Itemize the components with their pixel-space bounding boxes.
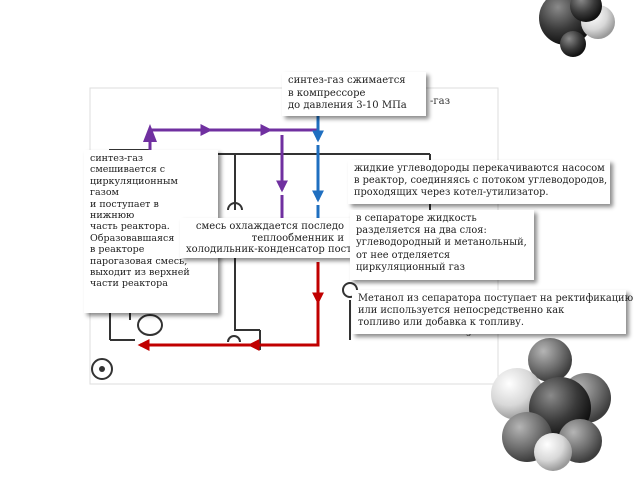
note-line: Метанол из сепаратора поступает на ректи…: [358, 293, 634, 304]
note-line: синтез-газ: [90, 153, 144, 164]
note-line: Образовавшаяся: [90, 232, 175, 244]
reactor-bottom: [137, 314, 163, 336]
note-line: циркуляционным: [90, 175, 178, 187]
note-line: нижнюю: [90, 209, 135, 221]
note-line: и поступает в: [90, 198, 159, 210]
fragment-label: з: [466, 329, 471, 339]
circulation-compressor: [91, 358, 113, 380]
note-line: углеводородный и метанольный,: [356, 237, 527, 249]
reactor-inlet-arrow: [143, 124, 157, 142]
methanol-molecule-bottom: [491, 338, 611, 471]
note-line: проходящих через котел-утилизатор.: [354, 187, 549, 199]
note-methanol: Метанол из сепаратора поступает на ректи…: [352, 290, 634, 334]
note-line: в реактор, соединяясь с потоком углеводо…: [354, 175, 608, 187]
methanol-molecule-top: [539, 0, 615, 57]
note-line: синтез-газ сжимается: [288, 75, 406, 86]
gas-label: -газ: [430, 96, 451, 107]
note-line: до давления 3-10 МПа: [288, 100, 407, 111]
line-bridge: [227, 335, 241, 343]
note-line: в реакторе: [90, 244, 145, 256]
note-line: парогазовая смесь,: [90, 255, 188, 267]
note-line: от нее отделяется: [356, 249, 451, 261]
heat-exchanger-head: [227, 202, 243, 211]
note-line: в компрессоре: [288, 87, 366, 99]
note-line: смешивается с: [90, 164, 166, 176]
note-line: топливо или добавка к топливу.: [358, 317, 525, 329]
note-line: части реактора: [90, 278, 168, 290]
note-line: холодильник-конденсатор посту: [186, 244, 350, 255]
note-line: газом: [90, 187, 119, 199]
note-line: выходит из верхней: [90, 266, 190, 278]
note-line: теплообменник и: [251, 232, 344, 244]
equipment: [91, 202, 358, 380]
note-line: разделяется на два слоя:: [356, 225, 487, 237]
compressor-shaft: [99, 366, 105, 372]
note-line: часть реактора.: [90, 221, 170, 233]
note-line: жидкие углеводороды перекачиваются насос…: [354, 163, 605, 174]
note-line: или используется непосредственно как: [358, 305, 565, 317]
product-flow: [137, 262, 324, 351]
note-line: смесь охлаждается последо: [195, 221, 344, 232]
note-line: в сепараторе жидкость: [356, 213, 477, 224]
note-line: циркуляционный газ: [356, 261, 465, 273]
note-pump: жидкие углеводороды перекачиваются насос…: [348, 160, 610, 204]
